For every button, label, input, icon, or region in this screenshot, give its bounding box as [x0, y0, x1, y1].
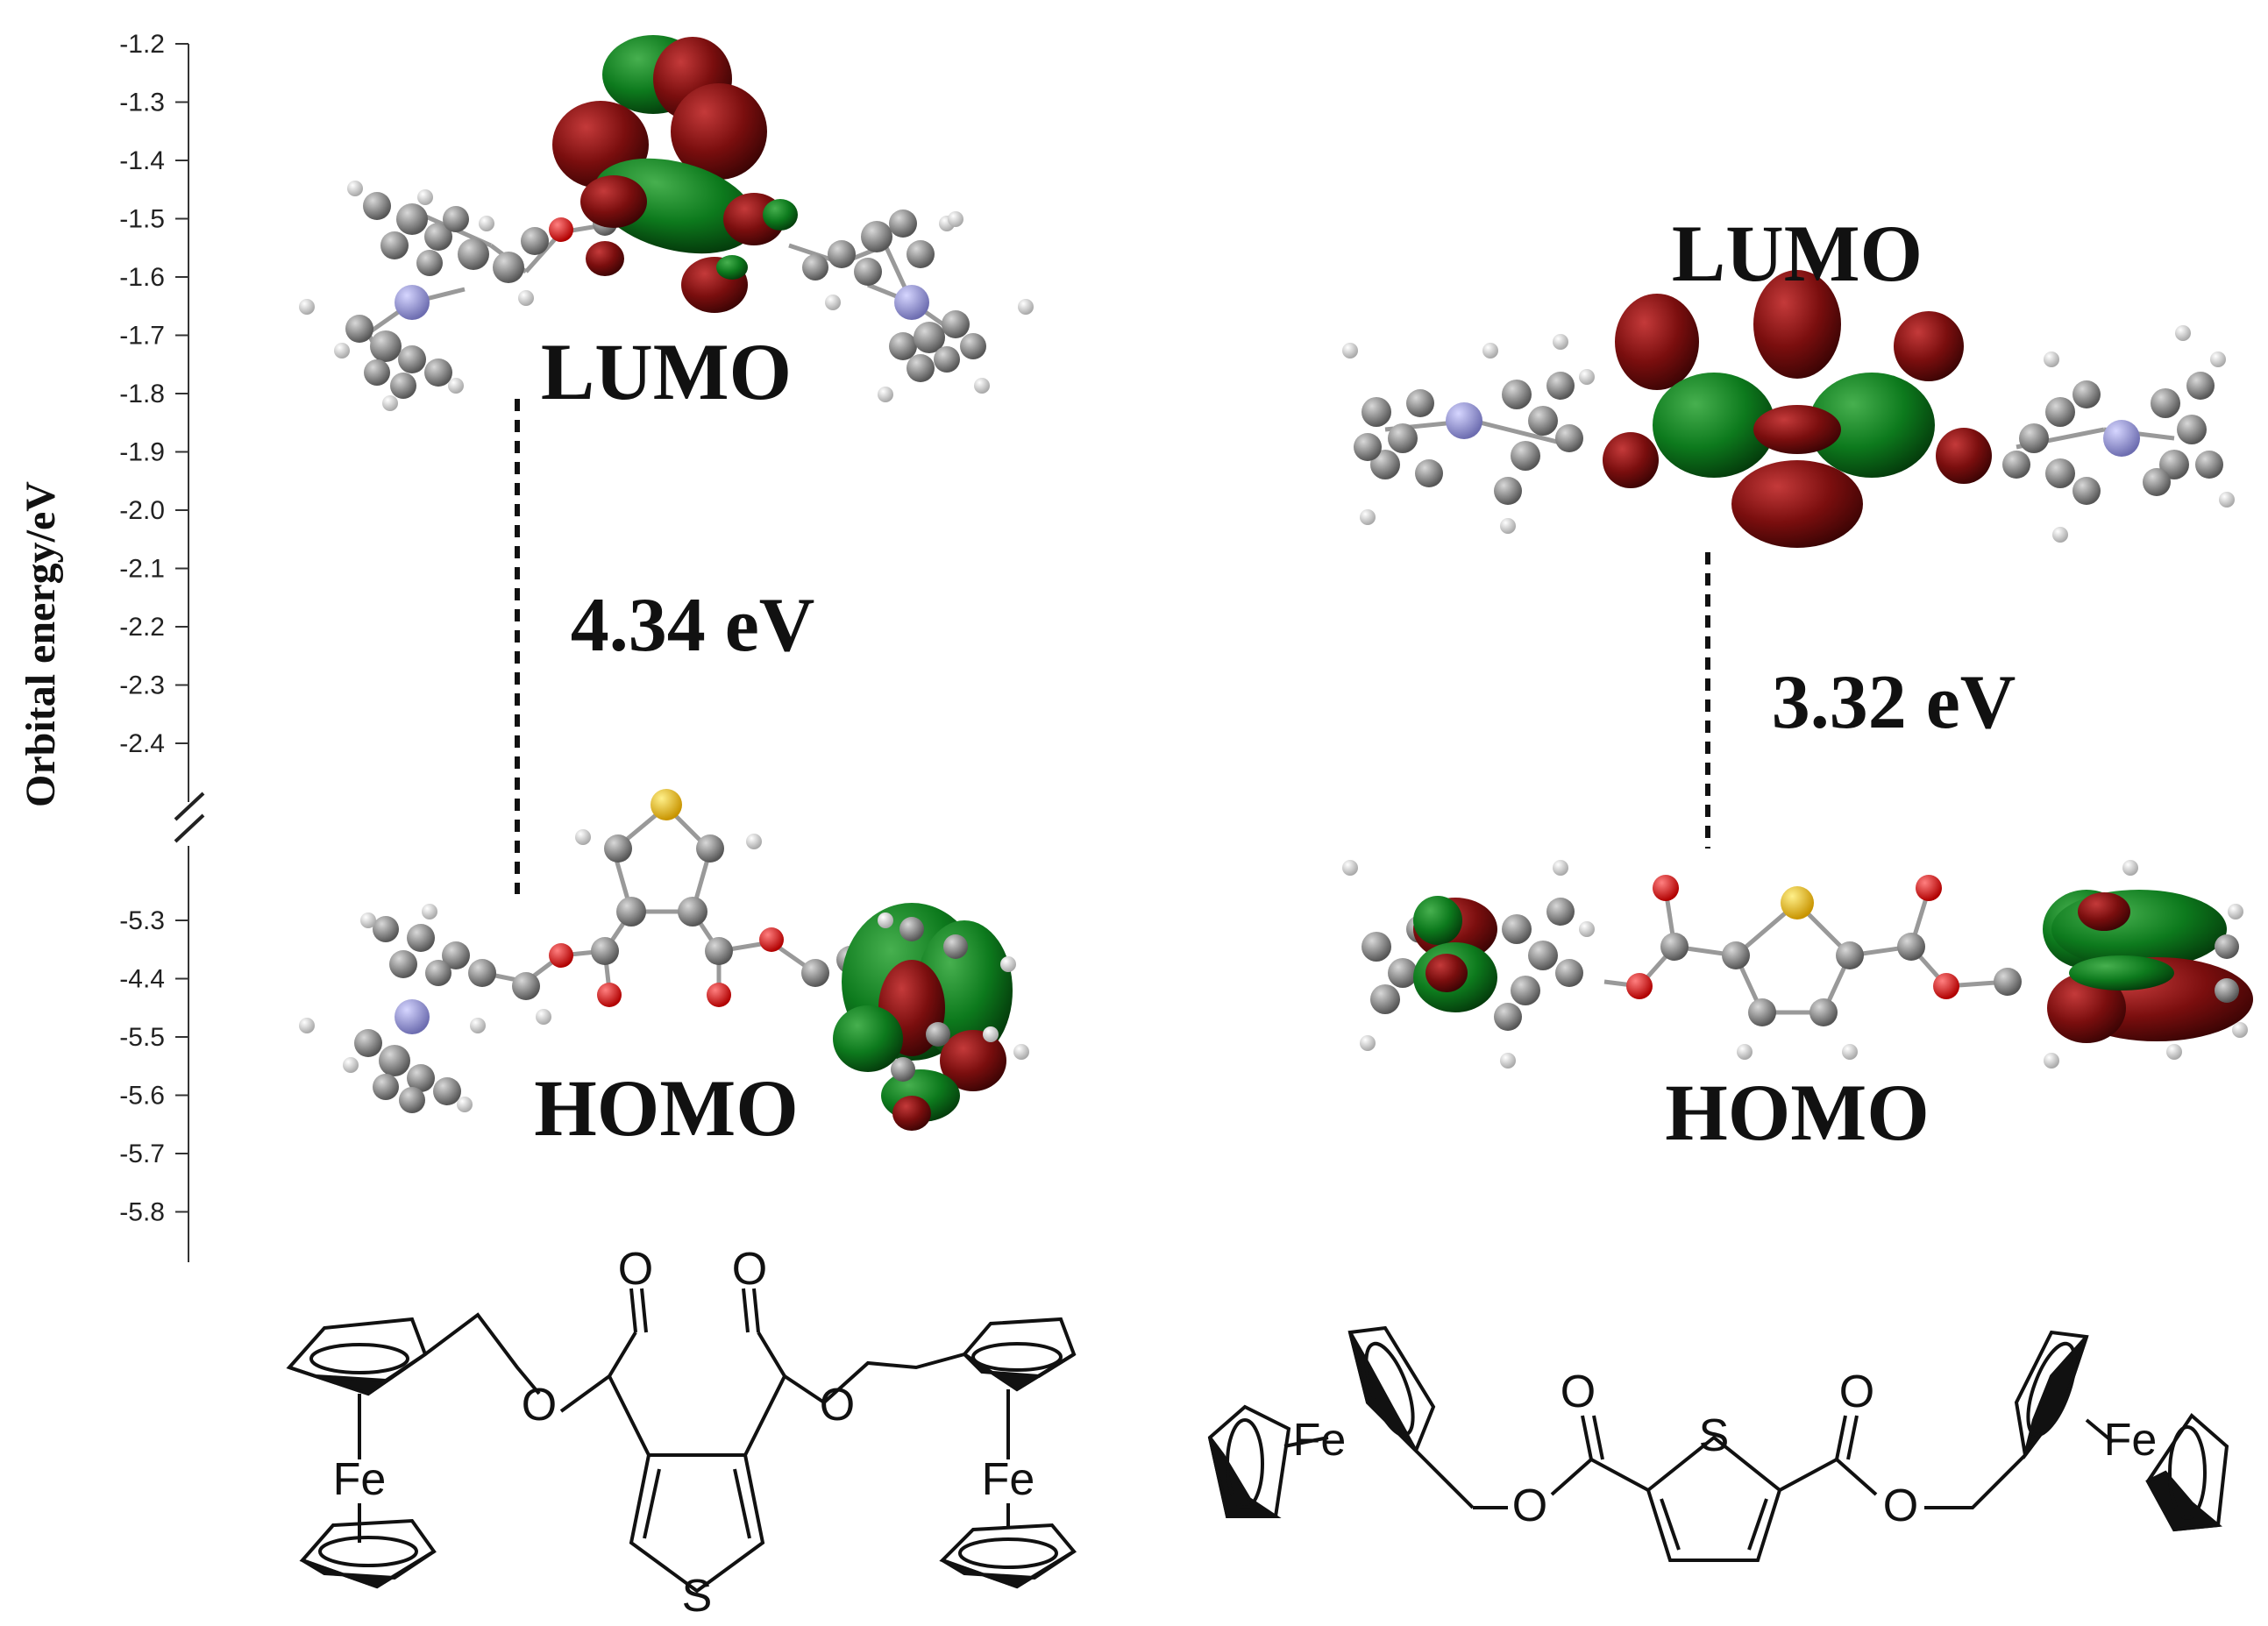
axis-tick-label: -1.7: [119, 322, 165, 351]
axis-tick-label: -5.8: [119, 1198, 165, 1227]
left-gap-label: 4.34 eV: [571, 583, 815, 668]
axis-tick-label: -1.5: [119, 205, 165, 234]
axis-tick-label: -2.2: [119, 613, 165, 642]
axis-tick-label: -2.4: [119, 729, 165, 758]
left-homo-model: [299, 789, 1029, 1131]
atom-o: O: [820, 1380, 855, 1431]
axis-break-mark: [174, 792, 205, 843]
atom-fe: Fe: [1293, 1415, 1347, 1466]
axis-tick-label: -1.2: [119, 30, 165, 59]
atom-fe: Fe: [2104, 1415, 2158, 1466]
atom-o: O: [732, 1244, 767, 1295]
axis-tick-label: -5.7: [119, 1140, 165, 1168]
atom-fe: Fe: [333, 1454, 387, 1505]
left-lumo-label: LUMO: [541, 327, 792, 416]
axis-tick-label: -1.9: [119, 438, 165, 467]
atom-s: S: [682, 1571, 713, 1622]
left-structure-atoms: Fe Fe O O O O S: [333, 1244, 1035, 1622]
right-homo-label: HOMO: [1665, 1068, 1930, 1157]
atom-o: O: [1512, 1480, 1547, 1531]
axis-tick-label: -5.5: [119, 1023, 165, 1052]
axis-tick-label: -1.4: [119, 146, 165, 175]
atom-o: O: [618, 1244, 653, 1295]
energy-axis: -1.2 -1.3 -1.4 -1.5 -1.6 -1.7 -1.8 -1.9 -2.0 -2.1…: [119, 30, 205, 1262]
axis-tick-label: -1.8: [119, 380, 165, 408]
atom-o: O: [1839, 1367, 1874, 1417]
axis-tick-label: -1.6: [119, 263, 165, 292]
atom-fe: Fe: [982, 1454, 1035, 1505]
axis-tick-label: -5.3: [119, 906, 165, 935]
axis-label: Orbital energy/eV: [18, 481, 64, 807]
right-structure-atoms: Fe Fe O O O O S: [1293, 1367, 2158, 1531]
axis-tick-label: -1.3: [119, 89, 165, 117]
right-homo-model: [1342, 860, 2253, 1069]
right-gap-label: 3.32 eV: [1772, 660, 2016, 745]
left-homo-label: HOMO: [534, 1063, 799, 1153]
right-structure: [1207, 1325, 2229, 1562]
left-structure: [286, 1288, 1077, 1594]
axis-tick-label: -2.3: [119, 671, 165, 700]
atom-o: O: [1561, 1367, 1596, 1417]
axis-tick-label: -4.4: [119, 965, 165, 994]
left-lumo-model: [299, 35, 1034, 411]
axis-tick-label: -5.6: [119, 1082, 165, 1111]
atom-o: O: [1883, 1480, 1918, 1531]
right-lumo-model: [1342, 270, 2235, 548]
atom-o: O: [522, 1380, 557, 1431]
axis-tick-label: -2.1: [119, 555, 165, 584]
atom-s: S: [1699, 1410, 1730, 1461]
right-lumo-label: LUMO: [1672, 209, 1923, 298]
axis-tick-label: -2.0: [119, 496, 165, 525]
